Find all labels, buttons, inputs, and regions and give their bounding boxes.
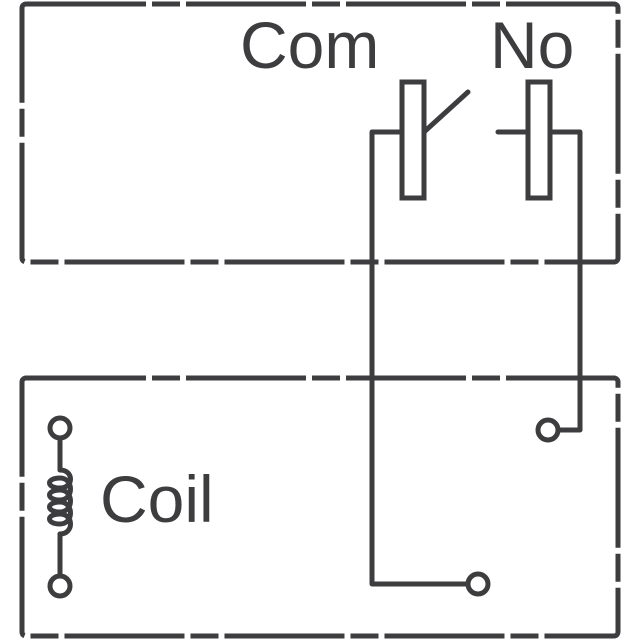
- com-label: Com: [240, 8, 379, 82]
- coil-icon: [47, 415, 73, 599]
- coil-winding: [47, 467, 73, 537]
- com-contact: [399, 79, 471, 201]
- com-wire: [369, 129, 471, 587]
- coil-terminal-top: [47, 415, 73, 441]
- coil-terminal-bottom: [47, 573, 73, 599]
- com-contact-blade: [399, 79, 427, 201]
- no-label: No: [490, 8, 574, 82]
- coil-module-box: [19, 375, 621, 639]
- com-terminal: [465, 571, 491, 597]
- switch-lever: [421, 89, 471, 135]
- coil-label: Coil: [100, 462, 214, 536]
- no-contact-blade: [525, 79, 553, 201]
- no-terminal: [535, 417, 561, 443]
- no-contact: [495, 79, 553, 201]
- contact-module-box: [19, 1, 621, 265]
- no-wire: [547, 129, 583, 433]
